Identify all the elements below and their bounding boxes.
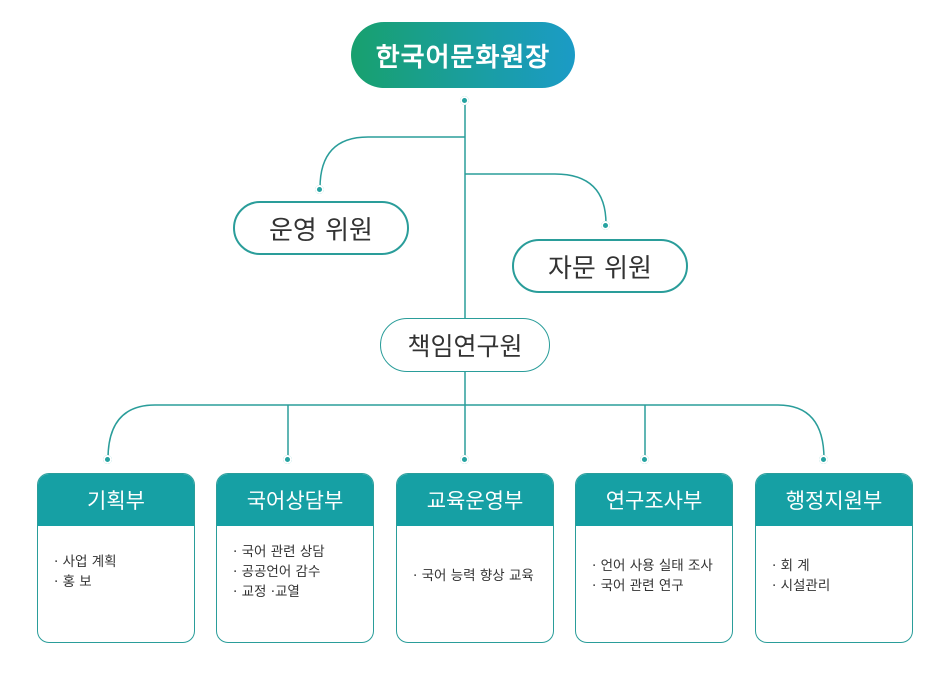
operating-committee-box: 운영 위원 [233, 201, 409, 255]
chief-researcher-label: 책임연구원 [407, 332, 523, 361]
branch-dept-5 [465, 404, 825, 460]
chief-researcher-box: 책임연구원 [380, 318, 550, 372]
dept-title: 연구조사부 [576, 474, 732, 526]
dept-item: · 사업 계획 [54, 554, 117, 570]
dept-title: 국어상담부 [217, 474, 373, 526]
dept-title: 행정지원부 [756, 474, 912, 526]
dept-item: · 회 계 [772, 558, 810, 574]
advisory-committee-box: 자문 위원 [512, 239, 688, 293]
operating-committee-label: 운영 위원 [269, 215, 373, 246]
dept-research: 연구조사부 · 언어 사용 실태 조사 · 국어 관련 연구 [575, 473, 733, 643]
node-dot [315, 185, 324, 194]
dept-item: · 교정 ·교열 [233, 584, 300, 600]
branch-dept-1 [107, 404, 465, 460]
dept-title: 기획부 [38, 474, 194, 526]
dept-title: 교육운영부 [397, 474, 553, 526]
director-label: 한국어문화원장 [375, 42, 551, 73]
branch-advisory [465, 173, 607, 225]
director-box: 한국어문화원장 [351, 22, 575, 88]
node-dot [460, 455, 469, 464]
node-dot [819, 455, 828, 464]
dept-item: · 국어 능력 향상 교육 [413, 568, 534, 584]
dept-item: · 언어 사용 실태 조사 [592, 558, 713, 574]
node-dot [601, 221, 610, 230]
dept-admin: 행정지원부 · 회 계 · 시설관리 [755, 473, 913, 643]
dept-item: · 홍 보 [54, 574, 92, 590]
dept-item: · 국어 관련 연구 [592, 578, 684, 594]
branch-operating [319, 136, 465, 189]
dept-item: · 시설관리 [772, 578, 831, 594]
dept-consulting: 국어상담부 · 국어 관련 상담 · 공공언어 감수 · 교정 ·교열 [216, 473, 374, 643]
dept-item: · 공공언어 감수 [233, 564, 321, 580]
dept-planning: 기획부 · 사업 계획 · 홍 보 [37, 473, 195, 643]
dept-item: · 국어 관련 상담 [233, 544, 325, 560]
dept-education: 교육운영부 · 국어 능력 향상 교육 [396, 473, 554, 643]
node-dot [283, 455, 292, 464]
node-dot [640, 455, 649, 464]
advisory-committee-label: 자문 위원 [548, 253, 652, 284]
node-dot [103, 455, 112, 464]
node-dot [460, 96, 469, 105]
